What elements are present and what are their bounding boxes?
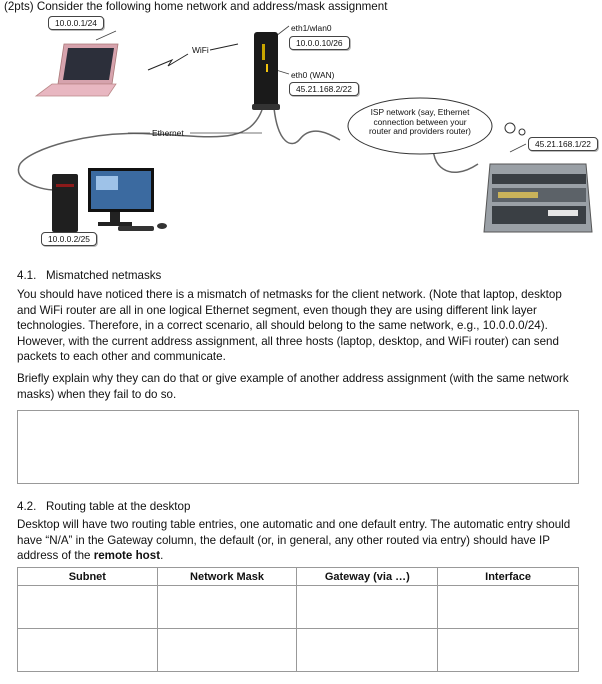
table-row bbox=[18, 629, 579, 672]
subnet-header: Subnet bbox=[18, 568, 158, 586]
wan-ip-label: 45.21.168.2/22 bbox=[289, 82, 359, 96]
desktop-icon bbox=[52, 168, 167, 232]
table-cell[interactable] bbox=[157, 586, 297, 629]
table-cell[interactable] bbox=[438, 629, 579, 672]
section-4-2-paragraph: Desktop will have two routing table entr… bbox=[17, 517, 583, 564]
isp-router-ip-label: 45.21.168.1/22 bbox=[528, 137, 598, 151]
table-cell[interactable] bbox=[438, 586, 579, 629]
section-4-1-number: 4.1. bbox=[17, 269, 36, 282]
gateway-header: Gateway (via …) bbox=[297, 568, 438, 586]
wifi-label: WiFi bbox=[192, 45, 209, 55]
desktop-ip-label: 10.0.0.2/25 bbox=[41, 232, 97, 246]
table-cell[interactable] bbox=[18, 629, 158, 672]
section-4-1-heading: 4.1. Mismatched netmasks bbox=[17, 269, 417, 282]
section-4-2-title: Routing table at the desktop bbox=[46, 500, 190, 513]
wifi-zigzag bbox=[148, 54, 188, 70]
section-4-1-question: Briefly explain why they can do that or … bbox=[17, 371, 583, 402]
wlan-ip-label: 10.0.0.10/26 bbox=[289, 36, 350, 50]
section-4-1-paragraph: You should have noticed there is a misma… bbox=[17, 287, 583, 365]
routing-table: Subnet Network Mask Gateway (via …) Inte… bbox=[17, 567, 579, 672]
wlan-label: eth1/wlan0 bbox=[291, 23, 332, 33]
table-cell[interactable] bbox=[297, 629, 438, 672]
wan-label: eth0 (WAN) bbox=[291, 70, 334, 80]
laptop-icon bbox=[36, 44, 118, 96]
section-4-1-title: Mismatched netmasks bbox=[46, 269, 161, 282]
wan-cable bbox=[274, 108, 340, 144]
table-row bbox=[18, 586, 579, 629]
remote-host-emphasis: remote host bbox=[94, 549, 160, 562]
isp-cloud-text: ISP network (say, Ethernet connection be… bbox=[368, 108, 472, 137]
network-diagram: 10.0.0.1/24 WiFi eth1/wlan0 10.0.0.10/26… bbox=[0, 14, 602, 252]
isp-router-icon bbox=[484, 164, 592, 232]
table-cell[interactable] bbox=[297, 586, 438, 629]
ethernet-label: Ethernet bbox=[152, 128, 184, 138]
table-cell[interactable] bbox=[18, 586, 158, 629]
answer-box[interactable] bbox=[17, 410, 579, 484]
table-cell[interactable] bbox=[157, 629, 297, 672]
laptop-ip-label: 10.0.0.1/24 bbox=[48, 16, 104, 30]
section-4-2-period: . bbox=[160, 549, 163, 562]
table-header-row: Subnet Network Mask Gateway (via …) Inte… bbox=[18, 568, 579, 586]
section-4-2-number: 4.2. bbox=[17, 500, 36, 513]
section-4-2-heading: 4.2. Routing table at the desktop bbox=[17, 500, 417, 513]
wifi-router-icon bbox=[252, 32, 280, 110]
interface-header: Interface bbox=[438, 568, 579, 586]
network-mask-header: Network Mask bbox=[157, 568, 297, 586]
question-header: (2pts) Consider the following home netwo… bbox=[4, 0, 387, 15]
